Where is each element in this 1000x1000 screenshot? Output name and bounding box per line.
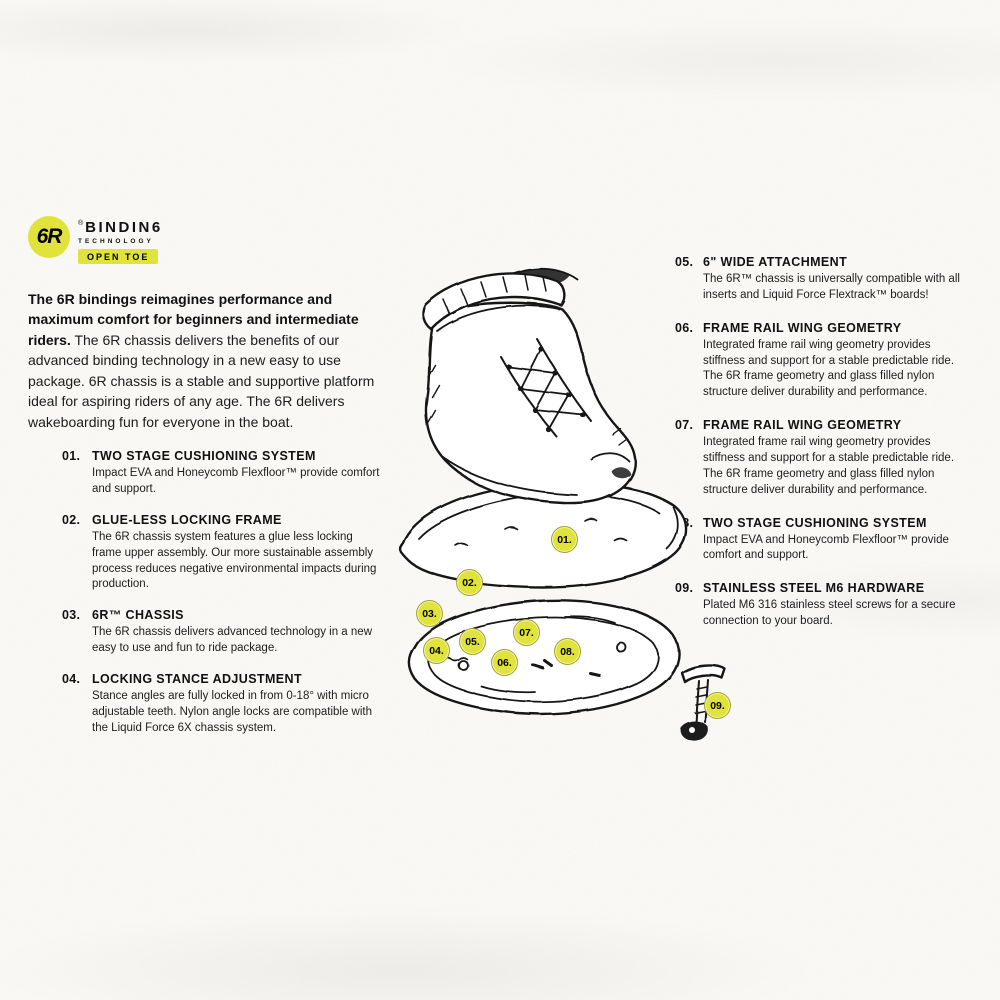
feature-description: The 6R chassis system features a glue le… (92, 530, 377, 591)
feature-number: 03. (62, 608, 81, 623)
feature-description: Stance angles are fully locked in from 0… (92, 689, 372, 734)
feature-description: Integrated frame rail wing geometry prov… (703, 338, 955, 399)
feature-number: 06. (675, 320, 694, 335)
feature-number: 09. (675, 581, 694, 596)
callout-02: 02. (456, 569, 483, 596)
feature-item-08: 08.TWO STAGE CUSHIONING SYSTEM Impact EV… (675, 516, 972, 565)
boot-sketch (421, 267, 637, 505)
feature-title: FRAME RAIL WING GEOMETRY (703, 320, 902, 335)
feature-title: GLUE-LESS LOCKING FRAME (92, 512, 282, 527)
callout-01: 01. (551, 526, 578, 553)
feature-description: The 6R chassis delivers advanced technol… (92, 626, 372, 655)
feature-item-02: 02. GLUE-LESS LOCKING FRAME The 6R chassi… (62, 513, 380, 593)
intro-body: The 6R chassis delivers the benefits of … (28, 331, 375, 430)
callout-04: 04. (423, 637, 450, 664)
feature-title: TWO STAGE CUSHIONING SYSTEM (92, 449, 316, 464)
binding-illustration (398, 267, 727, 742)
feature-description: Impact EVA and Honeycomb Flexfloor™ prov… (703, 533, 949, 562)
left-feature-list: 01. TWO STAGE CUSHIONING SYSTEM Impact EV… (62, 449, 380, 736)
callout-07: 07. (513, 619, 540, 646)
feature-number: 02. (62, 512, 81, 527)
feature-description: Plated M6 316 stainless steel screws for… (703, 599, 956, 628)
feature-title: TWO STAGE CUSHIONING SYSTEM (703, 515, 927, 530)
feature-title: 6R™ CHASSIS (92, 608, 184, 623)
intro-paragraph: The 6R bindings reimagines performance a… (28, 289, 380, 432)
callout-09: 09. (704, 692, 731, 719)
feature-item-07: 07. FRAME RAIL WING GEOMETRY Integrated f… (675, 418, 972, 498)
feature-item-01: 01. TWO STAGE CUSHIONING SYSTEM Impact EV… (62, 449, 380, 498)
feature-number: 04. (62, 671, 81, 686)
feature-item-05: 05. 6" WIDE ATTACHMENT The 6R™ chassis is… (675, 255, 972, 304)
intro-lead: The 6R bindings reimagines performance a… (28, 291, 359, 348)
brand-text: ® BINDIN6 TECHNOLOGY OPEN TOE (78, 216, 163, 265)
callout-05: 05. (459, 628, 486, 655)
brand-name: BINDIN6 (85, 219, 163, 236)
6r-logo-mark: 6R (28, 216, 70, 258)
left-column: 6R ® BINDIN6 TECHNOLOGY OPEN TOE The 6R … (28, 216, 380, 752)
brand-lockup: 6R ® BINDIN6 TECHNOLOGY OPEN TOE (28, 216, 380, 265)
feature-title: 6" WIDE ATTACHMENT (703, 255, 848, 269)
feature-item-04: 04. LOCKING STANCE ADJUSTMENT Stance angl… (62, 672, 380, 737)
right-feature-list: 05. 6" WIDE ATTACHMENT The 6R™ chassis is… (675, 255, 972, 630)
feature-description: Impact EVA and Honeycomb Flexfloor™ prov… (92, 467, 380, 495)
feature-item-06: 06. FRAME RAIL WING GEOMETRY Integrated f… (675, 321, 972, 401)
feature-title: LOCKING STANCE ADJUSTMENT (92, 671, 302, 686)
callout-03: 03. (416, 600, 443, 627)
right-column: 05. 6" WIDE ATTACHMENT The 6R™ chassis is… (675, 255, 972, 647)
feature-item-09: 09. STAINLESS STEEL M6 HARDWARE Plated M6… (675, 581, 972, 630)
brand-subtitle: TECHNOLOGY (78, 238, 154, 245)
exploded-diagram: 01. 02. 03. 04. 05. 06. 07. 08. 09. (385, 245, 765, 745)
feature-number: 01. (62, 449, 81, 464)
screw-sketch (680, 664, 727, 742)
feature-number: 07. (675, 418, 694, 433)
callout-08: 08. (554, 638, 581, 665)
callout-06: 06. (491, 649, 518, 676)
feature-number: 05. (675, 255, 694, 269)
registered-mark: ® (78, 220, 84, 227)
feature-title: STAINLESS STEEL M6 HARDWARE (703, 581, 925, 596)
open-toe-badge: OPEN TOE (78, 249, 159, 264)
feature-title: FRAME RAIL WING GEOMETRY (703, 418, 902, 433)
feature-description: The 6R™ chassis is universally compatibl… (703, 273, 960, 301)
chassis-sketch (408, 599, 681, 716)
feature-description: Integrated frame rail wing geometry prov… (703, 436, 955, 496)
feature-item-03: 03. 6R™ CHASSIS The 6R chassis delivers a… (62, 608, 380, 657)
